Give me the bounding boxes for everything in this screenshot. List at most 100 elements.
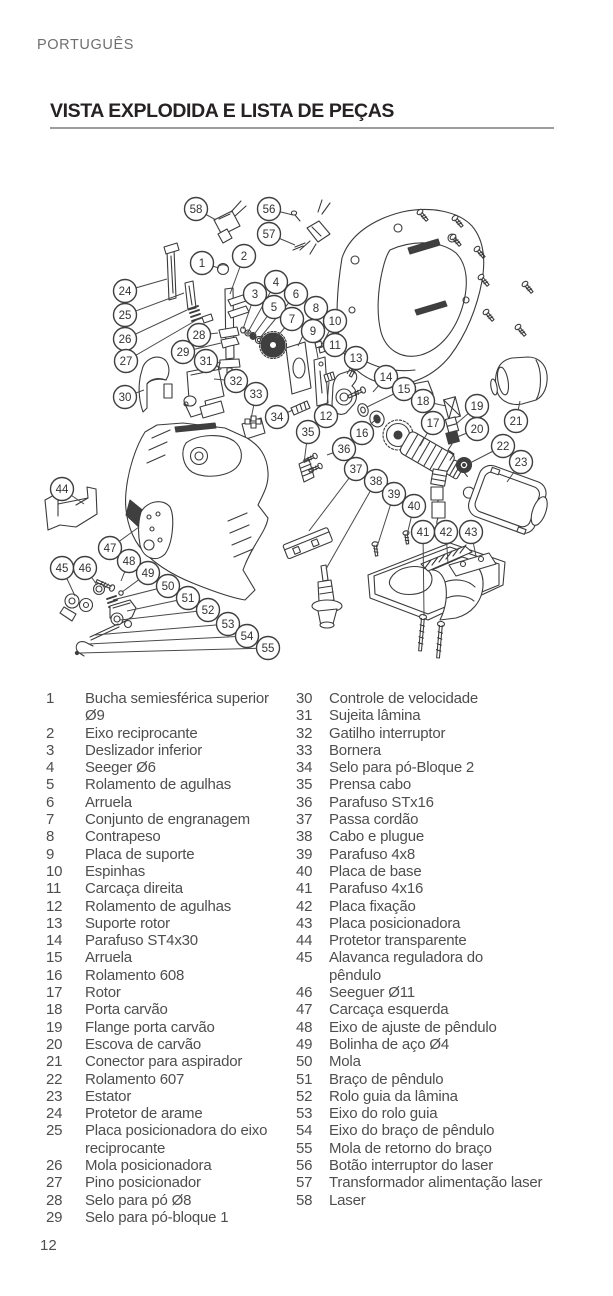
part-number: 18 xyxy=(46,1001,63,1019)
callout-50: 50 xyxy=(155,573,181,599)
part-name: Conjunto de engranagem xyxy=(85,811,250,829)
svg-text:51: 51 xyxy=(182,593,195,605)
svg-text:40: 40 xyxy=(408,501,421,513)
callout-1: 1 xyxy=(189,250,215,276)
part-name: Deslizador inferior xyxy=(85,741,203,759)
svg-text:53: 53 xyxy=(222,619,235,631)
callout-58: 58 xyxy=(183,196,209,222)
part-number: 39 xyxy=(296,845,313,863)
part-number: 22 xyxy=(46,1070,63,1088)
part-number: 32 xyxy=(296,724,313,742)
callout-49: 49 xyxy=(135,560,161,586)
part-number: 2 xyxy=(46,724,55,742)
svg-text:38: 38 xyxy=(370,476,383,488)
part-number: 44 xyxy=(296,932,313,950)
part-number: 23 xyxy=(46,1087,63,1105)
part-name: Botão interruptor do laser xyxy=(329,1157,494,1175)
svg-text:3: 3 xyxy=(252,289,258,301)
part-number: 19 xyxy=(46,1018,63,1036)
part-number: 21 xyxy=(46,1053,63,1071)
part-name: Protetor de arame xyxy=(85,1105,203,1123)
part-number: 49 xyxy=(296,1035,313,1053)
part-number: 37 xyxy=(296,811,313,829)
part-name: Bolinha de aço Ø4 xyxy=(329,1035,450,1053)
callout-46: 46 xyxy=(72,555,98,581)
callout-15: 15 xyxy=(391,376,417,402)
part-name: Mola posicionadora xyxy=(85,1157,212,1175)
part-name: Espinhas xyxy=(85,862,146,880)
part-number: 51 xyxy=(296,1070,313,1088)
svg-text:9: 9 xyxy=(310,326,316,338)
svg-text:39: 39 xyxy=(388,489,401,501)
part-number: 15 xyxy=(46,949,63,967)
svg-text:2: 2 xyxy=(241,251,247,263)
svg-text:5: 5 xyxy=(271,302,277,314)
part-item-44: 44 Protetor transparente xyxy=(296,932,596,949)
part-name: Escova de carvão xyxy=(85,1035,202,1053)
part-name: Eixo reciprocante xyxy=(85,724,198,742)
callout-23: 23 xyxy=(508,449,534,475)
housing-screws xyxy=(416,208,534,337)
part-name: Laser xyxy=(329,1191,366,1209)
svg-text:31: 31 xyxy=(200,356,213,368)
language-label: PORTUGUÊS xyxy=(37,37,134,53)
part-name: Rolamento de agulhas xyxy=(85,897,232,915)
part-name: Seeguer Ø11 xyxy=(329,984,415,1002)
part-number: 55 xyxy=(296,1139,313,1157)
svg-text:45: 45 xyxy=(56,563,69,575)
callout-6: 6 xyxy=(283,281,309,307)
svg-text:23: 23 xyxy=(515,457,528,469)
svg-text:27: 27 xyxy=(120,356,133,368)
part-number: 57 xyxy=(296,1174,313,1192)
part-name: Selo para pó Ø8 xyxy=(85,1191,192,1209)
part-item-2: 2 Eixo reciprocante xyxy=(46,725,298,742)
part-number: 45 xyxy=(296,949,313,967)
svg-text:22: 22 xyxy=(497,441,510,453)
callout-24: 24 xyxy=(112,278,138,304)
svg-text:33: 33 xyxy=(250,389,263,401)
part-name: Placa posicionadora xyxy=(329,914,461,932)
part-number: 11 xyxy=(46,880,62,898)
part-name: Carcaça direita xyxy=(85,880,183,898)
part-number: 27 xyxy=(46,1174,63,1192)
diagram-part-shapes xyxy=(44,199,548,659)
callout-17: 17 xyxy=(420,410,446,436)
part-name: Prensa cabo xyxy=(329,776,412,794)
svg-text:24: 24 xyxy=(119,286,132,298)
part-name: Seeger Ø6 xyxy=(85,759,156,777)
part-name: Passa cordão xyxy=(329,811,419,829)
callout-36: 36 xyxy=(331,436,357,462)
svg-text:56: 56 xyxy=(263,204,276,216)
part-name: Protetor transparente xyxy=(329,932,467,950)
svg-text:29: 29 xyxy=(177,347,190,359)
part-name: Cabo e plugue xyxy=(329,828,424,846)
callout-13: 13 xyxy=(343,345,369,371)
part-name: Mola de retorno do braço xyxy=(329,1139,492,1157)
svg-text:1: 1 xyxy=(199,258,205,270)
